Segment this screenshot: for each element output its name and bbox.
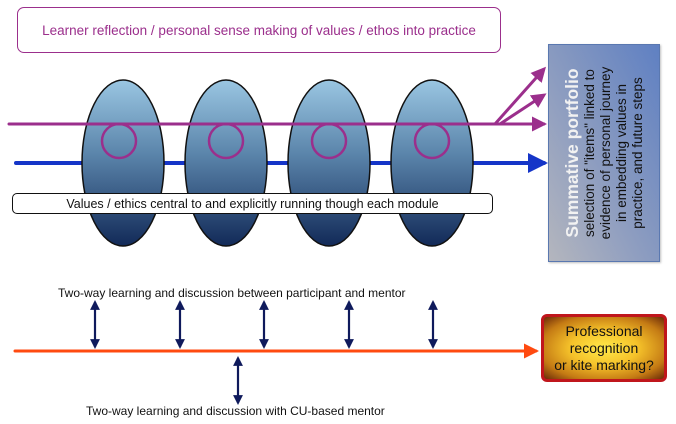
module-ellipse [390, 79, 474, 247]
participant-mentor-caption: Two-way learning and discussion between … [58, 286, 406, 300]
portfolio-body-line: evidence of personal journey [598, 66, 613, 240]
reflection-branch-arrow-middle [499, 93, 547, 126]
portfolio-title: Summative portfolio [562, 68, 582, 238]
portfolio-body-line: practice, and future steps [630, 77, 645, 229]
recognition-line: or kite marking? [554, 356, 654, 373]
recognition-line: Professional [565, 322, 643, 339]
reflection-branch-arrow-upper [493, 66, 546, 125]
module-ellipse [287, 79, 371, 247]
summative-portfolio-box: Summative portfolio selection of "items"… [548, 44, 660, 262]
portfolio-body-line: in embedding values in [614, 83, 629, 223]
reflection-label-box: Learner reflection / personal sense maki… [17, 7, 501, 53]
values-label: Values / ethics central to and explicitl… [66, 196, 439, 211]
professional-recognition-box: Professional recognition or kite marking… [541, 314, 667, 382]
module-ellipse [81, 79, 165, 247]
reflection-circle [100, 122, 138, 160]
values-label-box: Values / ethics central to and explicitl… [12, 193, 493, 214]
reflection-label: Learner reflection / personal sense maki… [42, 22, 476, 38]
recognition-line: recognition [569, 339, 639, 356]
module-ellipse [184, 79, 268, 247]
portfolio-body-line: selection of "items" linked to [582, 69, 597, 237]
reflection-circle [310, 122, 348, 160]
reflection-circle [207, 122, 245, 160]
cu-mentor-caption: Two-way learning and discussion with CU-… [86, 404, 385, 418]
reflection-circle [413, 122, 451, 160]
